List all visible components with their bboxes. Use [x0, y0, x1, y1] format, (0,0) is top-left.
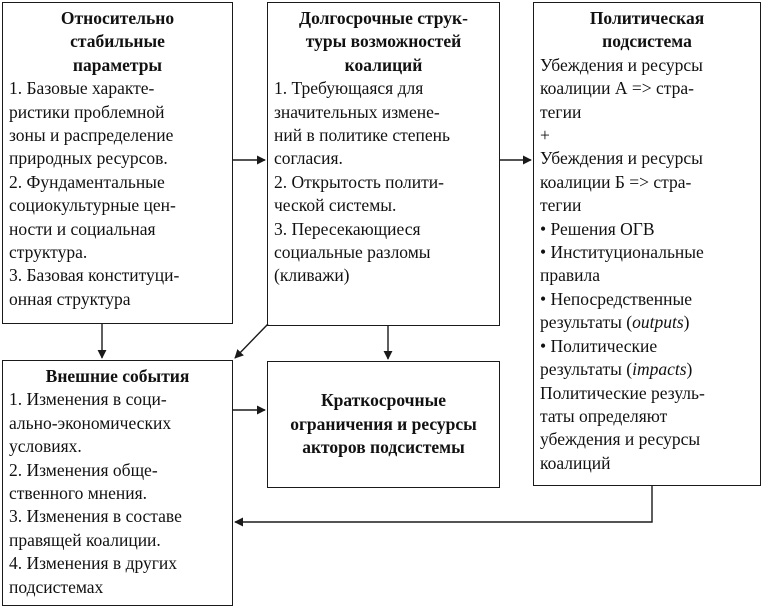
- text-line: структура.: [9, 242, 88, 263]
- text-line: тегии: [540, 101, 582, 122]
- text-line: тегии: [540, 195, 582, 216]
- text-line: зоны и распределение: [9, 125, 174, 146]
- text-line: убеждения и ресурсы: [540, 429, 701, 450]
- arrow-longterm-to-external: [234, 323, 269, 359]
- text-line: 2. Фундаментальные: [9, 171, 165, 192]
- text-line: +: [540, 125, 550, 146]
- outputs-suffix: ): [683, 312, 690, 333]
- text-line: коалиции Б => стра-: [540, 171, 692, 192]
- text-line: 1. Базовые характе-: [9, 78, 155, 99]
- political-subsystem-title: Политическая подсистема: [540, 7, 754, 54]
- text-line: Политические резуль-: [540, 382, 705, 403]
- title-line: ограничения и ресурсы: [290, 413, 477, 434]
- text-line: подсистемах: [9, 576, 104, 597]
- impacts-prefix: результаты (: [540, 359, 633, 380]
- title-line: Долгосрочные струк-: [299, 8, 468, 28]
- impacts-suffix: ): [686, 359, 693, 380]
- text-line: условиях.: [9, 436, 82, 457]
- text-line: таты определяют: [540, 405, 668, 426]
- text-line: природных ресурсов.: [9, 148, 168, 169]
- text-line: 3. Изменения в составе: [9, 506, 182, 527]
- text-line: правила: [540, 265, 601, 286]
- text-line: социальные разломы: [274, 242, 431, 263]
- title-line: подсистема: [602, 31, 692, 52]
- impacts-term: impacts: [632, 359, 687, 380]
- bullet-item: • Политические: [540, 335, 658, 356]
- title-line: коалиций: [344, 54, 423, 75]
- text-line: 1. Требующаяся для: [274, 78, 424, 99]
- text-line: Убеждения и ресурсы: [540, 148, 703, 169]
- text-line: ственного мнения.: [9, 483, 148, 504]
- text-line: 3. Базовая конституци-: [9, 265, 180, 286]
- long-term-structures-box: Долгосрочные струк- туры возможностей ко…: [267, 2, 500, 326]
- bullet-item: • Решения ОГВ: [540, 218, 655, 239]
- title-line: Относительно: [60, 8, 175, 28]
- title-line: акторов подсистемы: [302, 437, 465, 458]
- text-line: коалиции А => стра-: [540, 78, 694, 99]
- bullet-item: • Институциональные: [540, 242, 704, 263]
- text-line: социокультурные цен-: [9, 195, 176, 216]
- outputs-prefix: результаты (: [540, 312, 633, 333]
- external-events-title: Внешние события: [45, 366, 190, 386]
- outputs-line: результаты (outputs): [540, 311, 754, 334]
- title-line: Политическая: [589, 8, 705, 28]
- short-term-constraints-title: Краткосрочные ограничения и ресурсы акто…: [274, 389, 493, 459]
- text-line: согласия.: [274, 148, 343, 169]
- text-line: ности и социальная: [9, 218, 156, 239]
- text-line: (кливажи): [274, 265, 350, 286]
- arrow-political-feedback-to-external: [234, 486, 653, 527]
- text-line: 1. Изменения в соци-: [9, 389, 167, 410]
- stable-parameters-box: Относительно стабильные параметры 1. Баз…: [2, 2, 233, 324]
- text-line: ний в политике степень: [274, 125, 450, 146]
- text-line: ально-экономических: [9, 412, 172, 433]
- text-line: 2. Изменения обще-: [9, 459, 158, 480]
- title-line: стабильные: [70, 31, 165, 52]
- external-events-box: Внешние события 1. Изменения в соци- аль…: [2, 360, 233, 606]
- title-line: туры возможностей: [305, 31, 462, 52]
- bullet-item: • Непосредственные: [540, 288, 693, 309]
- text-line: ристики проблемной: [9, 101, 165, 122]
- outputs-term: outputs: [632, 312, 684, 333]
- political-subsystem-box: Политическая подсистема Убеждения и ресу…: [533, 2, 761, 486]
- title-line: параметры: [72, 54, 163, 75]
- text-line: Убеждения и ресурсы: [540, 54, 703, 75]
- text-line: онная структура: [9, 288, 131, 309]
- short-term-constraints-box: Краткосрочные ограничения и ресурсы акто…: [267, 361, 500, 488]
- title-line: Краткосрочные: [320, 390, 447, 411]
- long-term-structures-title: Долгосрочные струк- туры возможностей ко…: [274, 7, 493, 77]
- impacts-line: результаты (impacts): [540, 358, 754, 381]
- text-line: 2. Открытость полити-: [274, 171, 444, 192]
- text-line: 3. Пересекающиеся: [274, 218, 421, 239]
- text-line: ческой системы.: [274, 195, 397, 216]
- stable-parameters-title: Относительно стабильные параметры: [9, 7, 226, 77]
- text-line: значительных измене-: [274, 101, 440, 122]
- text-line: коалиций: [540, 452, 611, 473]
- text-line: 4. Изменения в других: [9, 553, 178, 574]
- text-line: правящей коалиции.: [9, 529, 161, 550]
